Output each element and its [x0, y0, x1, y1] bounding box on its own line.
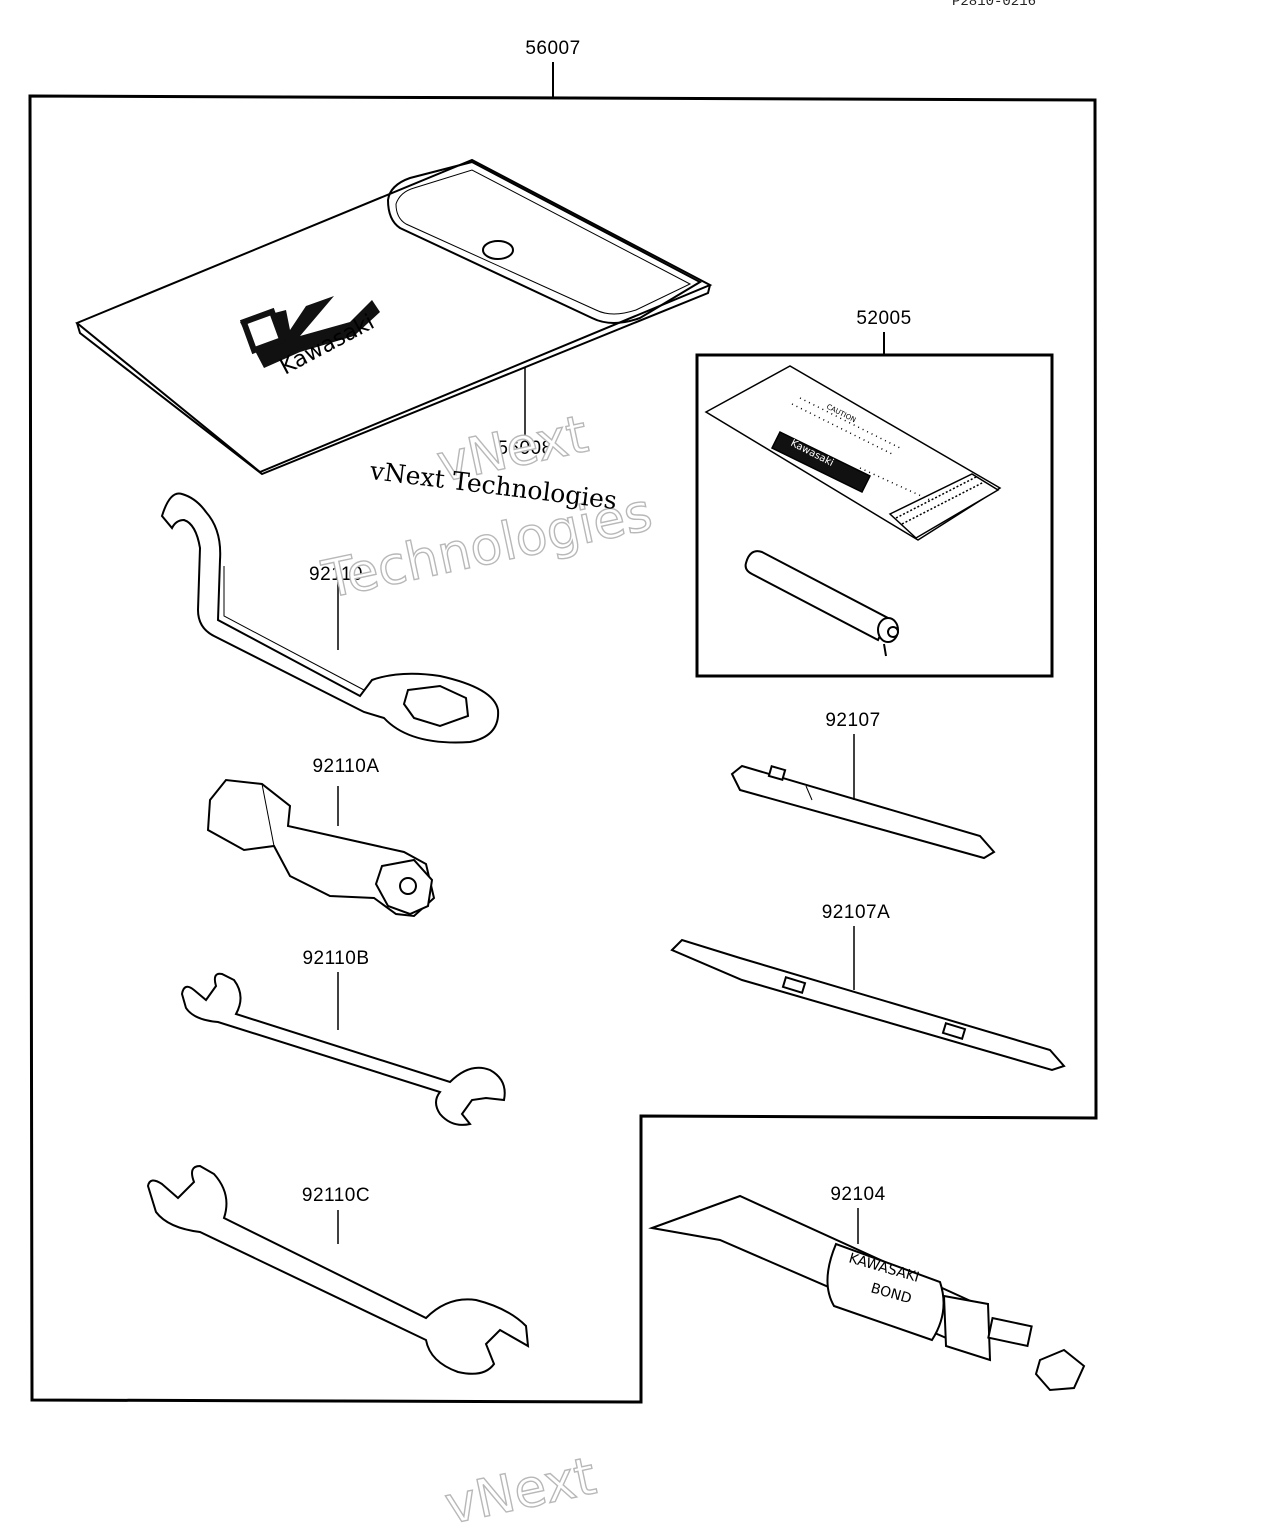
assembly-outline	[28, 94, 1098, 1404]
label-assembly: 56007	[525, 38, 581, 59]
label-sub-box: 52005	[856, 308, 912, 329]
label-phillips-screwdriver: 92107	[825, 710, 881, 731]
label-wrench-large: 92110C	[301, 1185, 371, 1206]
label-hook-wrench: 92110	[309, 564, 363, 585]
phillips-screwdriver	[730, 734, 996, 860]
open-end-wrench-small	[180, 972, 506, 1126]
sealant-packet	[704, 365, 1002, 541]
label-box-wrench: 92110A	[312, 756, 380, 777]
hook-wrench	[160, 492, 500, 744]
label-flat-screwdriver: 92107A	[821, 902, 891, 923]
box-wrench-socket	[206, 778, 436, 918]
open-end-wrench-large	[146, 1164, 530, 1375]
tool-case	[75, 158, 713, 476]
sealant-tube-small	[744, 550, 899, 657]
drawing-code: P2810-0216	[952, 0, 1037, 10]
kawasaki-bond-tube	[648, 1194, 1086, 1392]
sealant-kit-box	[695, 353, 1054, 678]
label-wrench-small: 92110B	[302, 948, 370, 969]
label-bond-tube: 92104	[830, 1184, 886, 1205]
label-case: 56008	[497, 438, 553, 459]
flat-screwdriver	[670, 926, 1066, 1072]
